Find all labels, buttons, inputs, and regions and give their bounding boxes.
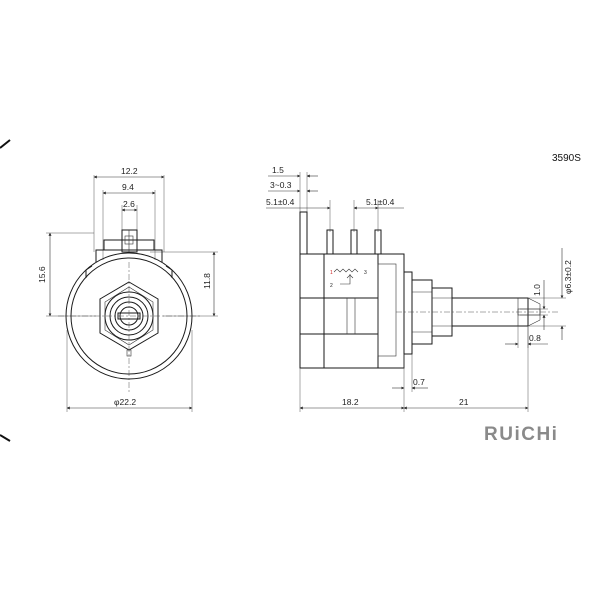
brand-logo: RUiCHi bbox=[484, 424, 558, 445]
dim-2-6: 2.6 bbox=[123, 199, 135, 209]
pin-label-3: 3 bbox=[364, 270, 367, 276]
front-view: 12.2 9.4 2.6 15.6 11.8 φ22.2 bbox=[37, 166, 218, 412]
dim-1-5: 1.5 bbox=[272, 165, 284, 175]
pin-label-2: 2 bbox=[330, 283, 333, 289]
dim-5-1-right: 5.1±0.4 bbox=[366, 197, 395, 207]
corner-mark-bottom-left bbox=[0, 434, 11, 442]
dim-15-6: 15.6 bbox=[37, 266, 47, 283]
dim-shaft-diameter: φ6.3±0.2 bbox=[563, 260, 573, 294]
dim-3-0-3: 3~0.3 bbox=[270, 180, 292, 190]
dim-12-2: 12.2 bbox=[121, 166, 138, 176]
corner-mark-top-left bbox=[0, 139, 11, 149]
dim-11-8: 11.8 bbox=[202, 273, 212, 289]
dim-21: 21 bbox=[459, 397, 469, 407]
dim-0-7: 0.7 bbox=[413, 377, 425, 387]
side-view: 1.5 3~0.3 5.1±0.4 5.1±0.4 1 2 3 bbox=[266, 165, 573, 412]
dim-9-4: 9.4 bbox=[122, 182, 134, 192]
dim-5-1-left: 5.1±0.4 bbox=[266, 197, 295, 207]
model-label: 3590S bbox=[552, 153, 581, 164]
dim-diameter-22-2: φ22.2 bbox=[114, 397, 136, 407]
dim-1-0: 1.0 bbox=[532, 284, 542, 296]
pot-body bbox=[299, 253, 405, 369]
dim-0-8: 0.8 bbox=[529, 333, 541, 343]
dim-18-2: 18.2 bbox=[342, 397, 359, 407]
pin-label-1: 1 bbox=[330, 270, 333, 276]
